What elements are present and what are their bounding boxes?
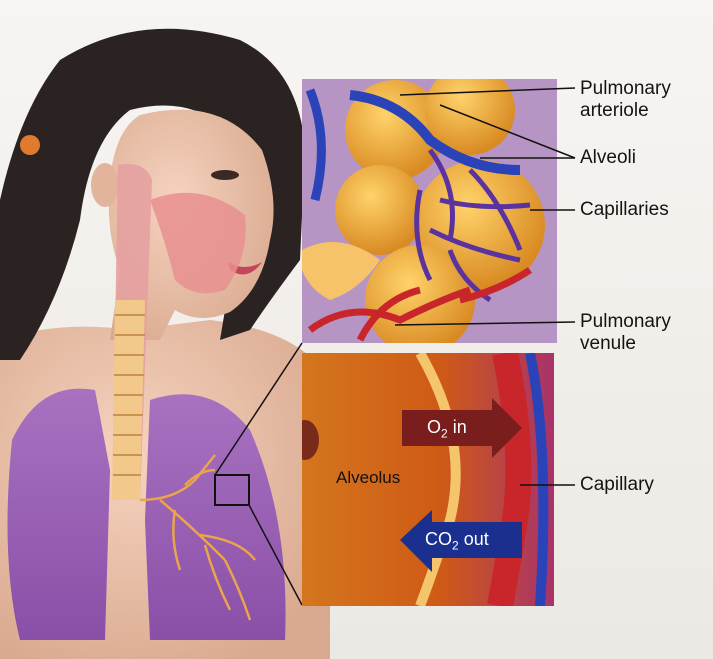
co2-subscript: 2	[452, 539, 459, 553]
o2-symbol: O	[427, 417, 441, 437]
co2-symbol: CO	[425, 529, 452, 549]
co2-direction: out	[459, 529, 489, 549]
o2-subscript: 2	[441, 427, 448, 441]
alveoli-panel	[302, 65, 557, 355]
o2-in-label: O2 in	[427, 417, 467, 441]
eye	[211, 170, 239, 180]
left-lung	[8, 389, 111, 640]
label-alveoli: Alveoli	[580, 147, 636, 169]
co2-out-label: CO2 out	[425, 529, 489, 553]
hair-tie	[20, 135, 40, 155]
o2-direction: in	[448, 417, 467, 437]
label-alveolus: Alveolus	[336, 468, 400, 488]
alveolus-panel	[291, 353, 554, 606]
ear	[91, 163, 119, 207]
label-capillary: Capillary	[580, 474, 654, 496]
label-capillaries: Capillaries	[580, 199, 669, 221]
label-pulmonary-arteriole: Pulmonary arteriole	[580, 78, 671, 122]
label-pulmonary-venule: Pulmonary venule	[580, 311, 671, 355]
